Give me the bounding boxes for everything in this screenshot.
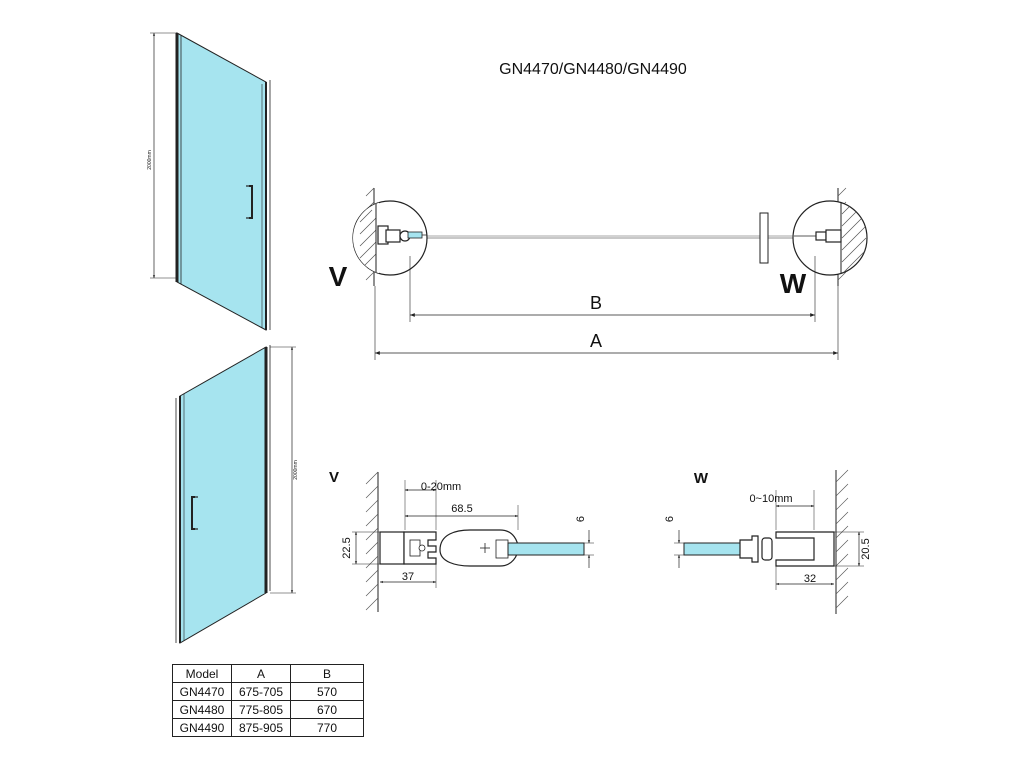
table-row: GN4490 875-905 770 — [172, 718, 364, 737]
table-header: Model — [172, 664, 232, 683]
table-cell: 570 — [290, 682, 364, 701]
door-handle — [191, 496, 195, 530]
detail-w-adjust: 0~10mm — [749, 493, 792, 505]
glass-section — [683, 542, 741, 556]
detail-w-20-5: 20.5 — [860, 538, 872, 559]
table-row: GN4480 775-805 670 — [172, 700, 364, 719]
glass-section — [507, 542, 585, 556]
dimension-a-label: A — [590, 331, 602, 351]
table-cell: GN4470 — [172, 682, 232, 701]
table-cell: 675-705 — [231, 682, 291, 701]
glass-panel — [179, 346, 267, 644]
detail-w-label: W — [694, 470, 709, 487]
table-cell: 670 — [290, 700, 364, 719]
plan-view: B A V W — [329, 187, 868, 360]
door-view-back: 2000mm — [175, 345, 299, 644]
drawing-title: GN4470/GN4480/GN4490 — [499, 61, 687, 78]
detail-v-label: V — [329, 469, 339, 486]
glass-panel — [176, 32, 267, 331]
handle-plan — [759, 212, 769, 264]
door-handle — [249, 185, 253, 219]
model-dimension-table: Model A B GN4470 675-705 570 GN4480 775-… — [172, 664, 364, 737]
detail-w-32: 32 — [804, 573, 816, 585]
detail-v-37: 37 — [402, 571, 414, 583]
table-cell: GN4490 — [172, 718, 232, 737]
label-v: V — [329, 261, 348, 292]
table-cell: 770 — [290, 718, 364, 737]
table-header-row: Model A B — [172, 664, 364, 683]
label-w: W — [780, 268, 807, 299]
height-label-back: 2000mm — [293, 460, 299, 479]
table-row: GN4470 675-705 570 — [172, 682, 364, 701]
detail-w-6: 6 — [664, 516, 676, 522]
height-label-front: 2000mm — [147, 150, 153, 169]
detail-v: V 0-20mm 68. — [329, 469, 594, 612]
table-header: B — [290, 664, 364, 683]
table-cell: 875-905 — [231, 718, 291, 737]
door-view-front: 2000mm — [147, 32, 271, 331]
table-cell: 775-805 — [231, 700, 291, 719]
table-cell: GN4480 — [172, 700, 232, 719]
dimension-b-label: B — [590, 293, 602, 313]
detail-v-6: 6 — [575, 516, 587, 522]
detail-v-68-5: 68.5 — [451, 503, 472, 515]
detail-w: W 0~10mm 6 — [664, 469, 872, 614]
detail-v-22-5: 22.5 — [341, 537, 353, 558]
detail-v-adjust: 0-20mm — [421, 481, 461, 493]
table-header: A — [231, 664, 291, 683]
